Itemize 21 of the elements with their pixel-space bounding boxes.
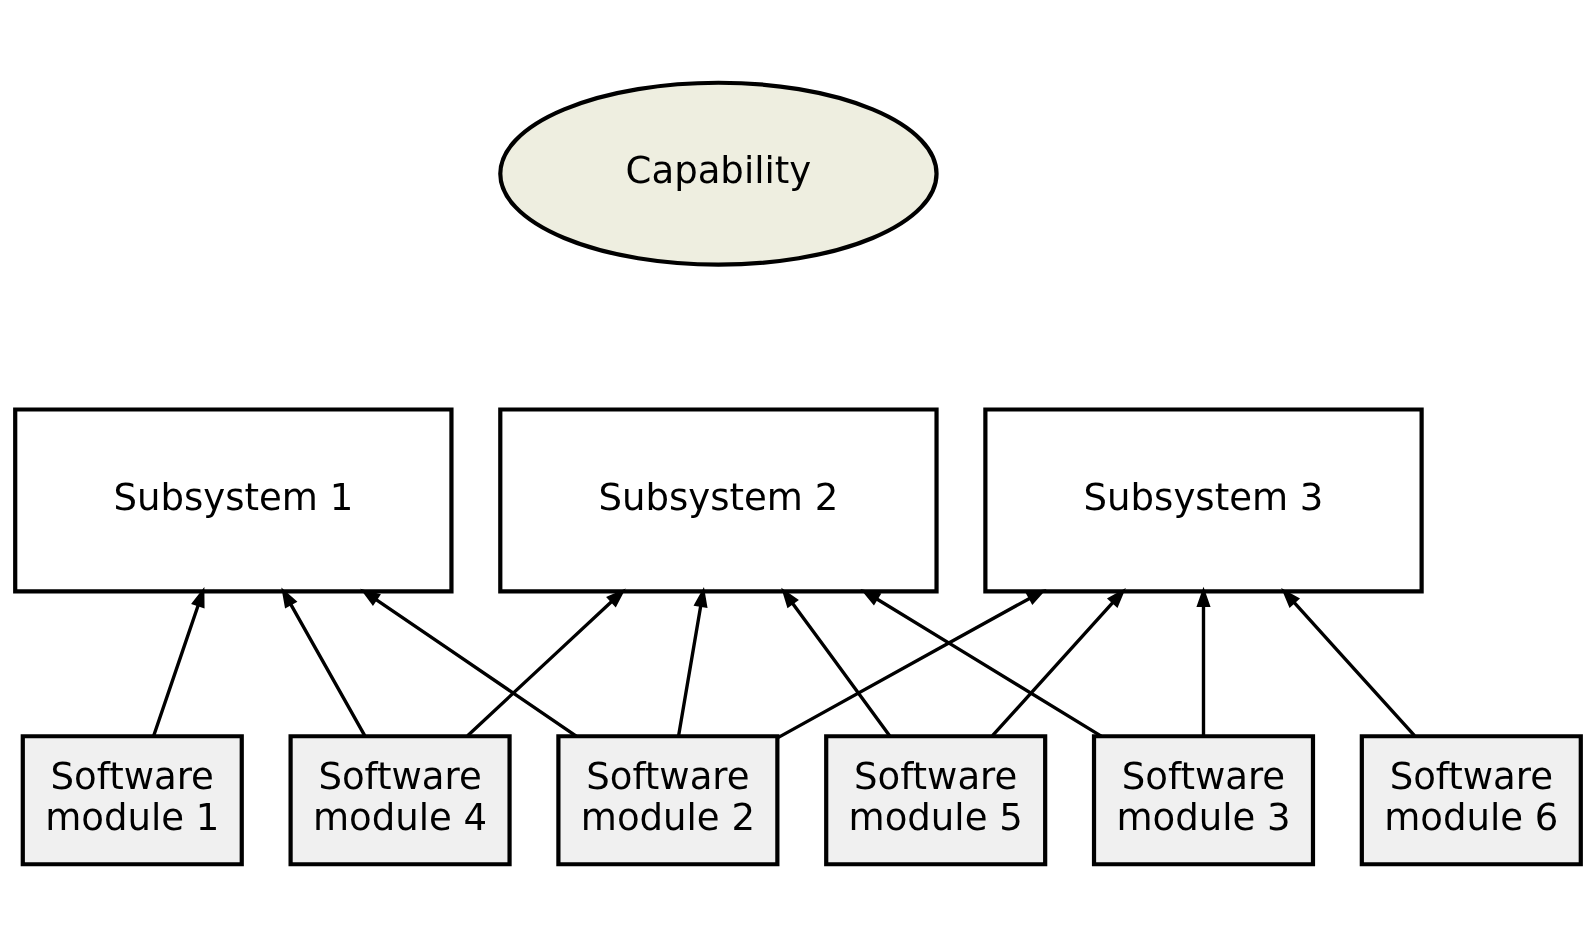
node-box: Software module 4 bbox=[288, 734, 512, 867]
node-box: Software module 3 bbox=[1091, 734, 1316, 867]
node-box: Software module 2 bbox=[556, 734, 780, 867]
arrow bbox=[860, 588, 1103, 738]
node-box: Subsystem 2 bbox=[498, 407, 939, 594]
arrow bbox=[1196, 586, 1211, 736]
arrow bbox=[1281, 588, 1416, 737]
node-ellipse: Capability bbox=[498, 80, 939, 267]
arrow bbox=[991, 588, 1126, 737]
arrow bbox=[781, 587, 891, 737]
node-box: Subsystem 1 bbox=[13, 407, 454, 594]
arrow bbox=[776, 589, 1047, 740]
arrow bbox=[676, 586, 708, 736]
arrow bbox=[152, 587, 205, 737]
arrow bbox=[466, 588, 626, 737]
node-box: Software module 5 bbox=[824, 734, 1048, 867]
node-box: Software module 6 bbox=[1359, 734, 1583, 867]
node-box: Subsystem 3 bbox=[983, 407, 1424, 594]
arrow bbox=[281, 587, 367, 737]
node-box: Software module 1 bbox=[20, 734, 244, 867]
arrow bbox=[360, 588, 578, 738]
